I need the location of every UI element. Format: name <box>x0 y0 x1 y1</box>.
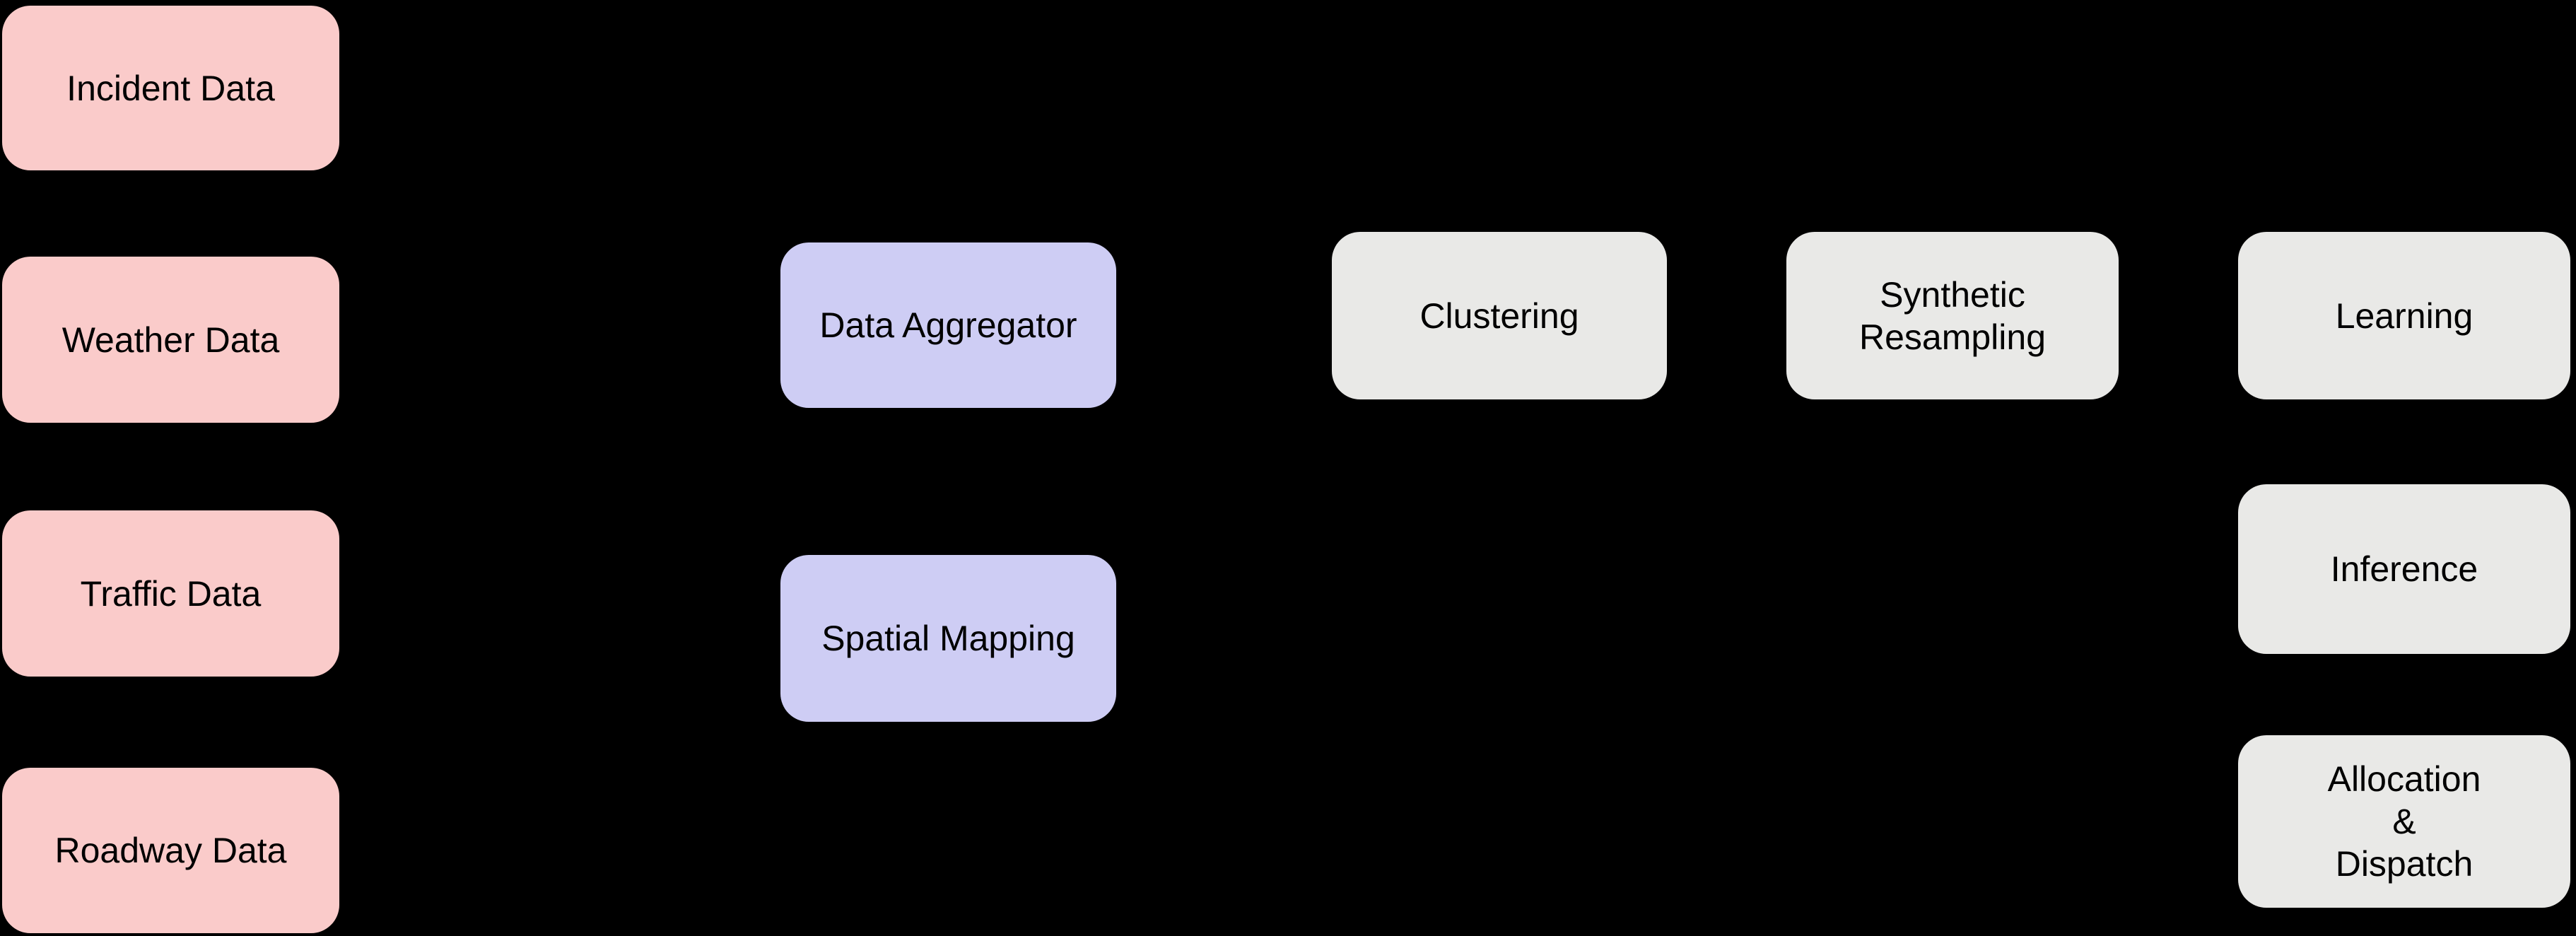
node-clustering-label: Clustering <box>1419 296 1579 336</box>
node-data-aggregator-label: Data Aggregator <box>819 305 1077 345</box>
node-spatial-mapping-label: Spatial Mapping <box>821 619 1075 658</box>
node-spatial-mapping: Spatial Mapping <box>780 555 1116 722</box>
node-synthetic-resampling: Synthetic Resampling <box>1786 232 2119 399</box>
node-allocation-dispatch-label: Allocation & Dispatch <box>2327 759 2481 884</box>
node-roadway-data-label: Roadway Data <box>54 831 287 870</box>
node-synthetic-resampling-label: Synthetic Resampling <box>1858 274 2046 357</box>
node-incident-data: Incident Data <box>2 6 339 170</box>
node-traffic-data-label: Traffic Data <box>80 573 262 614</box>
node-inference: Inference <box>2238 484 2570 654</box>
node-allocation-dispatch: Allocation & Dispatch <box>2238 735 2570 908</box>
node-learning: Learning <box>2238 232 2570 399</box>
node-clustering: Clustering <box>1332 232 1667 399</box>
node-learning-label: Learning <box>2335 296 2473 336</box>
node-incident-data-label: Incident Data <box>66 68 275 108</box>
node-weather-data-label: Weather Data <box>62 320 280 360</box>
node-data-aggregator: Data Aggregator <box>780 242 1116 408</box>
node-traffic-data: Traffic Data <box>2 510 339 677</box>
node-roadway-data: Roadway Data <box>2 768 339 933</box>
node-inference-label: Inference <box>2330 549 2478 589</box>
node-weather-data: Weather Data <box>2 257 339 423</box>
